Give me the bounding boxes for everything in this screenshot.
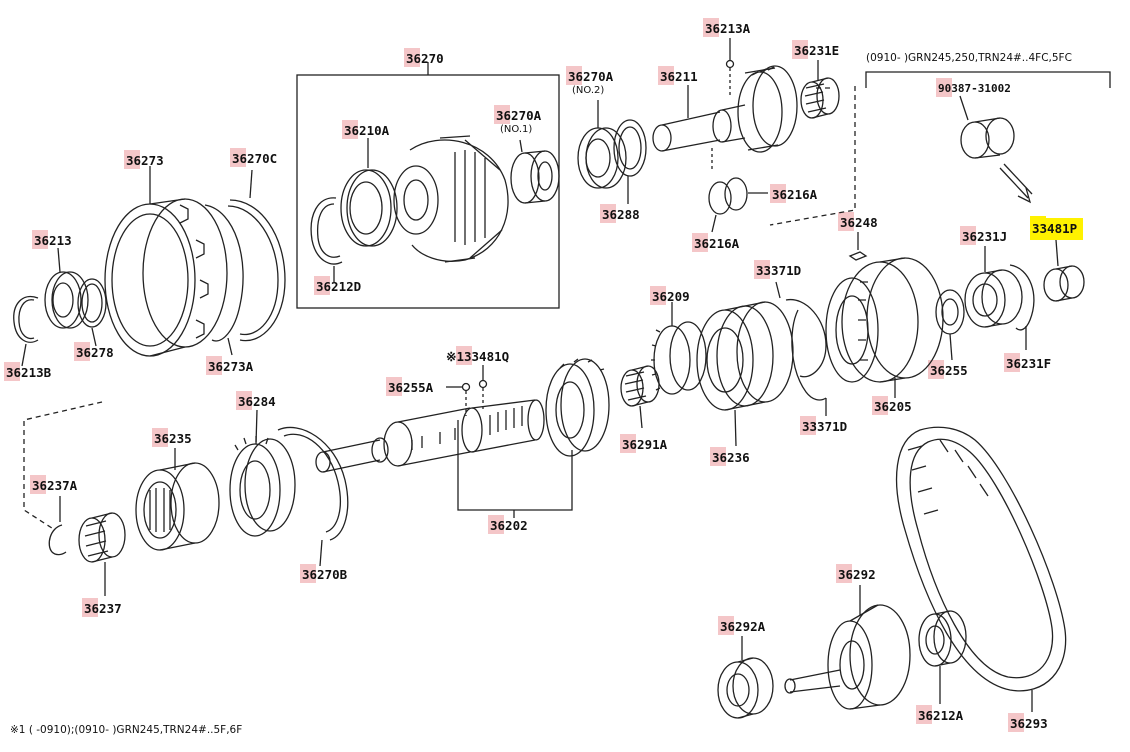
callout-36231E[interactable]: 36231E [792, 40, 841, 59]
callout-36211[interactable]: 36211 [658, 66, 700, 85]
washer-36213 [44, 247, 89, 329]
snap-ring-36237A [48, 496, 67, 556]
synchronizer-36236 [696, 301, 794, 447]
callout-36270[interactable]: 36270 [404, 48, 446, 67]
snap-ring-36270B [277, 426, 349, 567]
header-bracket [865, 71, 1111, 88]
snap-ring-36270C [227, 169, 286, 342]
footer-note: ※1 ( -0910);(0910- )GRN245,TRN24#..5F,6F [10, 724, 243, 736]
bushing-90387-31002 [959, 95, 1033, 204]
pin-36213A [725, 38, 735, 96]
callout-36216A-left[interactable]: 36216A [692, 233, 741, 252]
ring-36288 [613, 119, 647, 204]
callout-36235[interactable]: 36235 [152, 428, 194, 447]
needle-bearing-36237 [78, 512, 126, 596]
callout-90387-31002[interactable]: 90387-31002 [936, 78, 1013, 97]
snap-ring-36231F [1009, 264, 1035, 350]
callout-36205[interactable]: 36205 [872, 396, 914, 415]
callout-36216A-right[interactable]: 36216A [770, 184, 819, 203]
shaft-36211 [652, 65, 798, 172]
bushing-33481P [1043, 239, 1085, 302]
ring-gear-36273 [104, 166, 228, 357]
callout-36237A[interactable]: 36237A [30, 475, 79, 494]
gear-36284 [229, 409, 296, 537]
callout-36255A[interactable]: 36255A [386, 377, 435, 396]
snap-ring-36273A [204, 204, 244, 356]
output-shaft-36202 [315, 399, 573, 518]
ring-33371D-bottom [791, 309, 827, 416]
callout-36202[interactable]: 36202 [488, 515, 530, 534]
callout-33481Q[interactable]: ※133481Q [444, 346, 511, 365]
header-note: (0910- )GRN245,250,TRN24#..4FC,5FC [866, 52, 1072, 64]
callout-36284[interactable]: 36284 [236, 391, 278, 410]
bearing-36292A [717, 636, 774, 719]
dashed-guide-right [769, 86, 856, 226]
callout-36248[interactable]: 36248 [838, 212, 880, 231]
callout-36237[interactable]: 36237 [82, 598, 124, 617]
callout-36270A-no1[interactable]: 36270A [494, 105, 543, 124]
callout-36273A[interactable]: 36273A [206, 356, 255, 375]
key-36248 [848, 232, 868, 261]
callout-36212A[interactable]: 36212A [916, 705, 965, 724]
small-parts-33481Q-36255A [446, 365, 488, 416]
callout-36292[interactable]: 36292 [836, 564, 878, 583]
callout-36210A[interactable]: 36210A [342, 120, 391, 139]
label-no1: (NO.1) [500, 124, 533, 135]
gear-36202 [545, 358, 610, 457]
callout-36213A[interactable]: 36213A [703, 18, 752, 37]
snap-ring-36213B [13, 295, 39, 367]
planetary-carrier-36210A [340, 135, 509, 263]
sleeve-36235 [135, 448, 220, 551]
callout-36213[interactable]: 36213 [32, 230, 74, 249]
hub-sleeve-36205 [825, 257, 944, 398]
callout-36236[interactable]: 36236 [710, 447, 752, 466]
gear-36292 [784, 585, 911, 710]
bearing-36231J [964, 246, 1023, 328]
callout-36213B[interactable]: 36213B [4, 362, 53, 381]
callout-36293[interactable]: 36293 [1008, 713, 1050, 732]
callout-36255[interactable]: 36255 [928, 360, 970, 379]
callout-33371D-top[interactable]: 33371D [754, 260, 803, 279]
callout-36270B[interactable]: 36270B [300, 564, 349, 583]
callout-36270A-no2[interactable]: 36270A [566, 66, 615, 85]
callout-36291A[interactable]: 36291A [620, 434, 669, 453]
callout-36288[interactable]: 36288 [600, 204, 642, 223]
gear-36209 [651, 302, 707, 395]
callout-36212D[interactable]: 36212D [314, 276, 363, 295]
bearing-36270A-no2 [577, 100, 627, 189]
callout-33371D-bottom[interactable]: 33371D [800, 416, 849, 435]
label-no2: (NO.2) [572, 85, 605, 96]
callout-36270C[interactable]: 36270C [230, 148, 279, 167]
callout-33481P-selected[interactable]: 33481P [1030, 216, 1084, 240]
callout-36231J[interactable]: 36231J [960, 226, 1009, 245]
callout-36231F[interactable]: 36231F [1004, 353, 1053, 372]
callout-36292A[interactable]: 36292A [718, 616, 767, 635]
needle-bearing-36291A [620, 365, 660, 429]
callout-36278[interactable]: 36278 [74, 342, 116, 361]
chain-36293 [895, 426, 1067, 712]
dashed-guide-left [23, 401, 103, 531]
bearing-36270A-no1 [510, 139, 560, 204]
retainer-36216A [708, 177, 768, 233]
callout-36273[interactable]: 36273 [124, 150, 166, 169]
snap-ring-36212D [310, 197, 343, 282]
bearing-36212A [918, 610, 967, 704]
ring-36278 [77, 278, 107, 347]
washer-36255 [935, 289, 965, 361]
ring-33371D-top [775, 281, 827, 378]
needle-bearing-36231E [800, 60, 840, 119]
callout-36209[interactable]: 36209 [650, 286, 692, 305]
